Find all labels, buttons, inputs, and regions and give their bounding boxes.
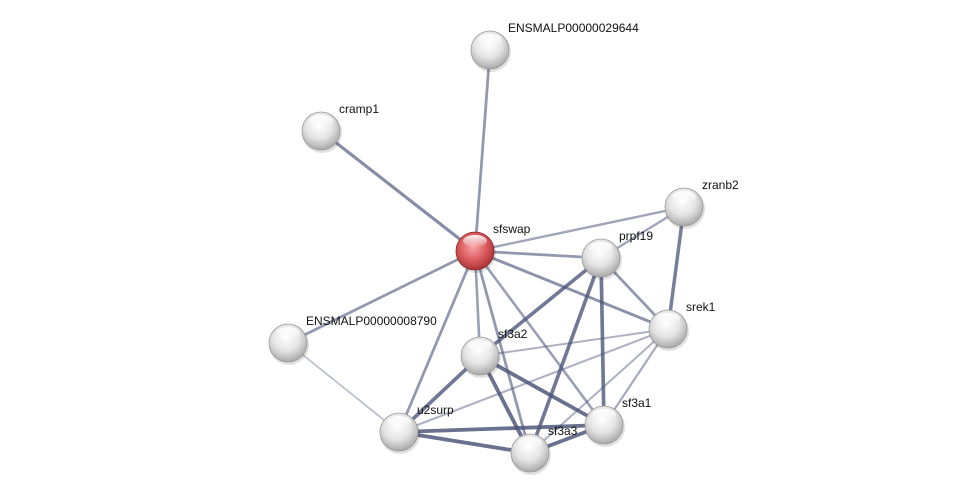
node-highlight xyxy=(672,191,696,203)
node-sf3a1[interactable]: sf3a1 xyxy=(584,396,652,447)
node-cramp1[interactable]: cramp1 xyxy=(301,102,379,153)
edge-srek1-sf3a3[interactable] xyxy=(529,328,669,454)
node-label: zranb2 xyxy=(702,178,739,192)
node-sf3a2[interactable]: sf3a2 xyxy=(460,327,528,378)
node-sf3a3[interactable]: sf3a3 xyxy=(510,424,578,475)
node-label: cramp1 xyxy=(339,102,379,116)
edge-sfswap-prpf19[interactable] xyxy=(474,249,602,260)
edge-sfswap-ENSMALP00000029644[interactable] xyxy=(473,49,492,252)
edge-ENSMALP00000008790-u2surp[interactable] xyxy=(287,342,400,433)
edge-sfswap-u2surp[interactable] xyxy=(397,250,477,433)
edge-sf3a2-sf3a1[interactable] xyxy=(479,354,605,427)
node-ENSMALP00000008790[interactable]: ENSMALP00000008790 xyxy=(268,314,437,365)
node-highlight xyxy=(468,340,492,352)
node-label: sf3a1 xyxy=(622,396,652,410)
node-highlight xyxy=(656,313,680,325)
node-sfswap[interactable]: sfswap xyxy=(455,222,531,273)
edge-sfswap-zranb2[interactable] xyxy=(474,205,685,253)
node-label: ENSMALP00000029644 xyxy=(508,21,639,35)
edge-zranb2-srek1[interactable] xyxy=(666,206,686,330)
node-label: sf3a3 xyxy=(548,424,578,438)
node-highlight xyxy=(592,409,616,421)
edge-sfswap-ENSMALP00000008790[interactable] xyxy=(287,249,476,345)
node-label: sfswap xyxy=(493,222,531,236)
edge-srek1-u2surp[interactable] xyxy=(398,328,669,433)
edge-u2surp-sf3a1[interactable] xyxy=(398,423,605,434)
node-label: ENSMALP00000008790 xyxy=(306,314,437,328)
node-label: prpf19 xyxy=(619,229,653,243)
edge-sfswap-sf3a3[interactable] xyxy=(473,250,532,454)
node-highlight xyxy=(463,235,487,247)
node-highlight xyxy=(387,416,411,428)
edge-sfswap-srek1[interactable] xyxy=(474,249,669,331)
node-label: u2surp xyxy=(417,403,454,417)
edge-sfswap-sf3a1[interactable] xyxy=(473,250,606,426)
node-label: srek1 xyxy=(686,300,716,314)
node-u2surp[interactable]: u2surp xyxy=(379,403,454,454)
node-srek1[interactable]: srek1 xyxy=(648,300,716,351)
edge-prpf19-sf3a1[interactable] xyxy=(599,257,606,426)
edge-u2surp-sf3a3[interactable] xyxy=(398,430,531,455)
edge-sfswap-cramp1[interactable] xyxy=(320,129,476,253)
node-highlight xyxy=(518,437,542,449)
node-highlight xyxy=(309,115,333,127)
node-zranb2[interactable]: zranb2 xyxy=(664,178,739,229)
node-ENSMALP00000029644[interactable]: ENSMALP00000029644 xyxy=(470,21,639,72)
node-label: sf3a2 xyxy=(498,327,528,341)
edge-srek1-sf3a2[interactable] xyxy=(479,327,669,358)
node-highlight xyxy=(589,242,613,254)
edge-prpf19-sf3a2[interactable] xyxy=(478,256,603,358)
node-highlight xyxy=(276,327,300,339)
node-prpf19[interactable]: prpf19 xyxy=(581,229,653,280)
edge-prpf19-sf3a3[interactable] xyxy=(528,257,603,454)
node-highlight xyxy=(478,34,502,46)
